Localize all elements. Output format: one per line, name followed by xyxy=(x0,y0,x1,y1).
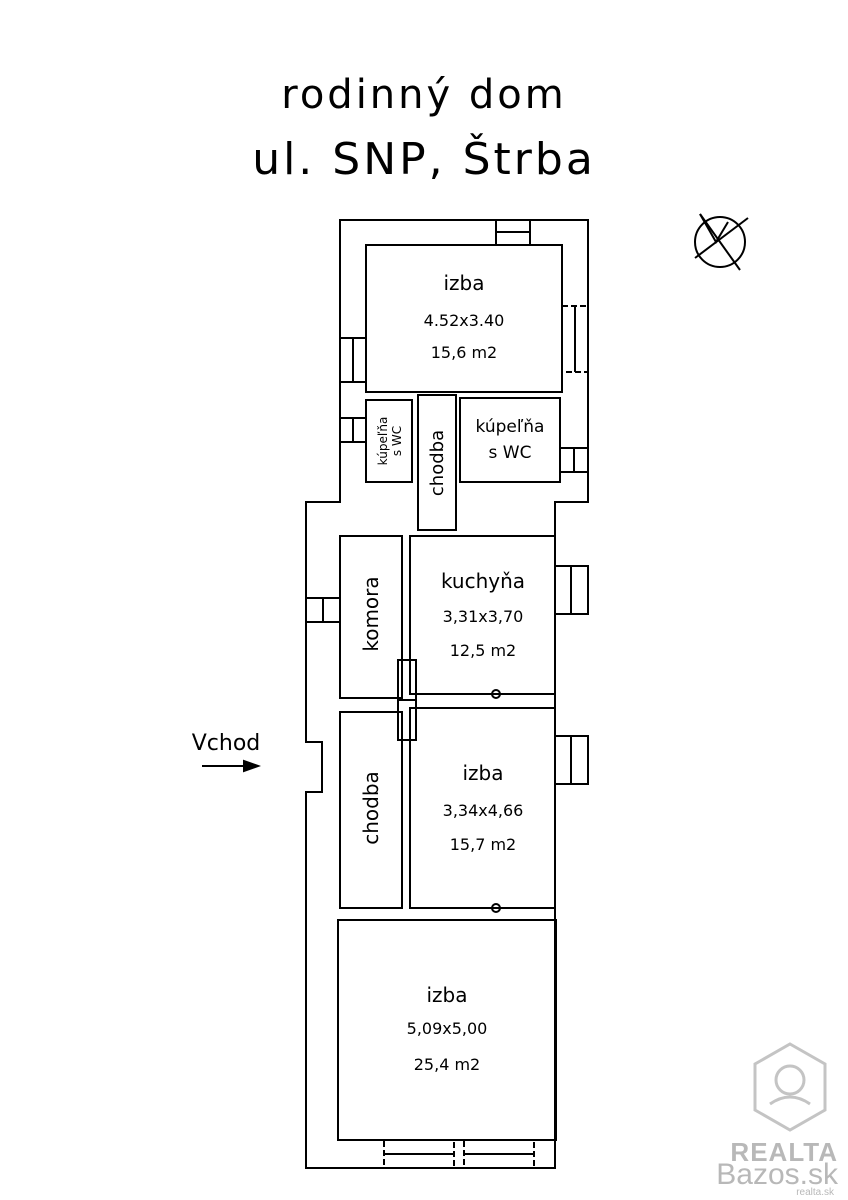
window-bottom-left xyxy=(383,1139,455,1169)
window-izba-top-left xyxy=(339,337,367,383)
watermark-site: Bazos.sk xyxy=(716,1158,838,1191)
window-bottom-right xyxy=(463,1139,535,1169)
chodba-bottom-name: chodba xyxy=(359,771,383,845)
izba-bottom-dims: 5,09x5,00 xyxy=(407,1019,488,1038)
window-kupelna-right xyxy=(559,447,589,473)
kupelna-left-name1: kúpeľňa xyxy=(376,417,390,466)
izba-top-area: 15,6 m2 xyxy=(431,343,497,362)
title-line-1: rodinný dom xyxy=(281,72,567,118)
chodba-top-name: chodba xyxy=(427,430,448,496)
entrance-arrow-icon xyxy=(202,759,261,773)
window-izba-top-right xyxy=(561,305,589,373)
izba-bottom-area: 25,4 m2 xyxy=(414,1055,480,1074)
door-marker-izba-mid xyxy=(491,903,501,913)
izba-mid-dims: 3,34x4,66 xyxy=(443,801,524,820)
window-kuchyna-right xyxy=(554,565,589,615)
window-kupelna-left xyxy=(339,417,367,443)
entrance-label: Vchod xyxy=(192,731,261,756)
izba-top-dims: 4.52x3.40 xyxy=(424,311,505,330)
izba-top-name: izba xyxy=(443,271,484,295)
kupelna-left-name2: s WC xyxy=(390,426,404,456)
izba-bottom-name: izba xyxy=(426,983,467,1007)
title-line-2: ul. SNP, Štrba xyxy=(252,134,596,185)
window-komora-left xyxy=(305,597,341,623)
kupelna-right-name2: s WC xyxy=(489,443,532,463)
room-chodba-bottom-outline xyxy=(339,711,403,909)
door-marker-kuchyna xyxy=(491,689,501,699)
izba-mid-name: izba xyxy=(462,761,503,785)
room-kupelna-right-outline xyxy=(459,397,561,483)
watermark-brand: REALTA xyxy=(730,1137,838,1167)
kuchyna-dims: 3,31x3,70 xyxy=(443,607,524,626)
north-arrow-icon xyxy=(694,213,749,271)
room-chodba-top-outline xyxy=(417,394,457,531)
kuchyna-name: kuchyňa xyxy=(441,569,525,593)
watermark-small: realta.sk xyxy=(796,1187,834,1198)
room-izba-mid-outline xyxy=(409,707,556,909)
outer-wall-outline xyxy=(305,219,589,1169)
komora-name: komora xyxy=(359,576,383,651)
realta-logo-icon xyxy=(753,1042,827,1132)
window-izba-mid-right xyxy=(554,735,589,785)
kupelna-right-name1: kúpeľňa xyxy=(476,417,545,437)
window-top xyxy=(495,219,531,246)
kuchyna-area: 12,5 m2 xyxy=(450,641,516,660)
izba-mid-area: 15,7 m2 xyxy=(450,835,516,854)
